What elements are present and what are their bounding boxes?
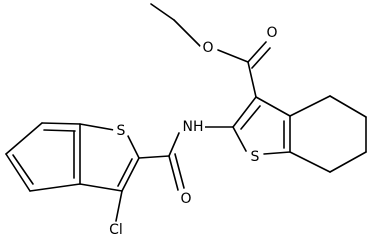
- bond-b2: [5, 122, 43, 155]
- bond-lc2-s: [127, 135, 140, 159]
- atom-chlorine: Cl: [109, 222, 123, 238]
- bond-lc2-lc3-a: [121, 157, 140, 192]
- bond-c2-s: [232, 126, 247, 152]
- atom-amine-nh: NH: [183, 119, 204, 135]
- bond-c3-c3a: [255, 96, 291, 117]
- bond-ester-to-ring: [247, 61, 257, 98]
- atom-ester-carbonyl-oxygen: O: [266, 25, 277, 41]
- bond-s-c7a: [263, 151, 291, 155]
- bond-s-lc7a: [79, 123, 115, 131]
- bond-c3-c2-b: [240, 105, 261, 130]
- bond-c3a-c4: [289, 95, 331, 117]
- bond-carbonyl-2: [251, 47, 271, 69]
- bond-amide-to-ring: [138, 155, 170, 159]
- bond-c3-c2-a: [232, 96, 257, 128]
- atom-sulfur-thiophene: S: [251, 149, 260, 165]
- atom-amide-oxygen: O: [180, 191, 191, 207]
- atom-ester-oxygen: O: [202, 40, 213, 56]
- bond-ethyl-ch2: [173, 19, 201, 47]
- bond-c4-c5: [329, 95, 367, 118]
- atom-sulfur-benzothiophene: S: [117, 123, 126, 139]
- bond-nh-c: [168, 132, 180, 157]
- bond-amide-co-2: [174, 153, 185, 189]
- bond-b1-inner: [43, 129, 76, 132]
- bond-lc3-lc3a: [79, 183, 123, 192]
- bonds: [5, 3, 367, 222]
- bond-lc2-lc3-b: [117, 158, 133, 187]
- bond-lc3-cl: [115, 190, 123, 222]
- bond-carbonyl-1: [247, 41, 267, 63]
- atom-labels: O O NH O S S Cl: [104, 25, 280, 238]
- bond-b3: [5, 153, 31, 192]
- bond-c6-c7: [329, 151, 367, 173]
- bond-b1: [41, 122, 81, 125]
- bond-c7-c7a: [289, 151, 331, 173]
- bond-amide-co-1: [168, 155, 179, 191]
- bond-ethyl-ch3: [150, 3, 175, 21]
- bond-ester-o-carbon: [217, 49, 249, 63]
- bond-b4: [29, 183, 81, 192]
- bond-b3-inner: [12, 154, 34, 185]
